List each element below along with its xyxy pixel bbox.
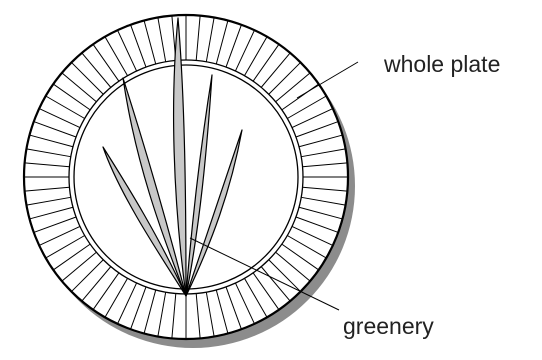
whole-plate-label: whole plate (383, 51, 500, 77)
greenery-label: greenery (343, 313, 434, 339)
